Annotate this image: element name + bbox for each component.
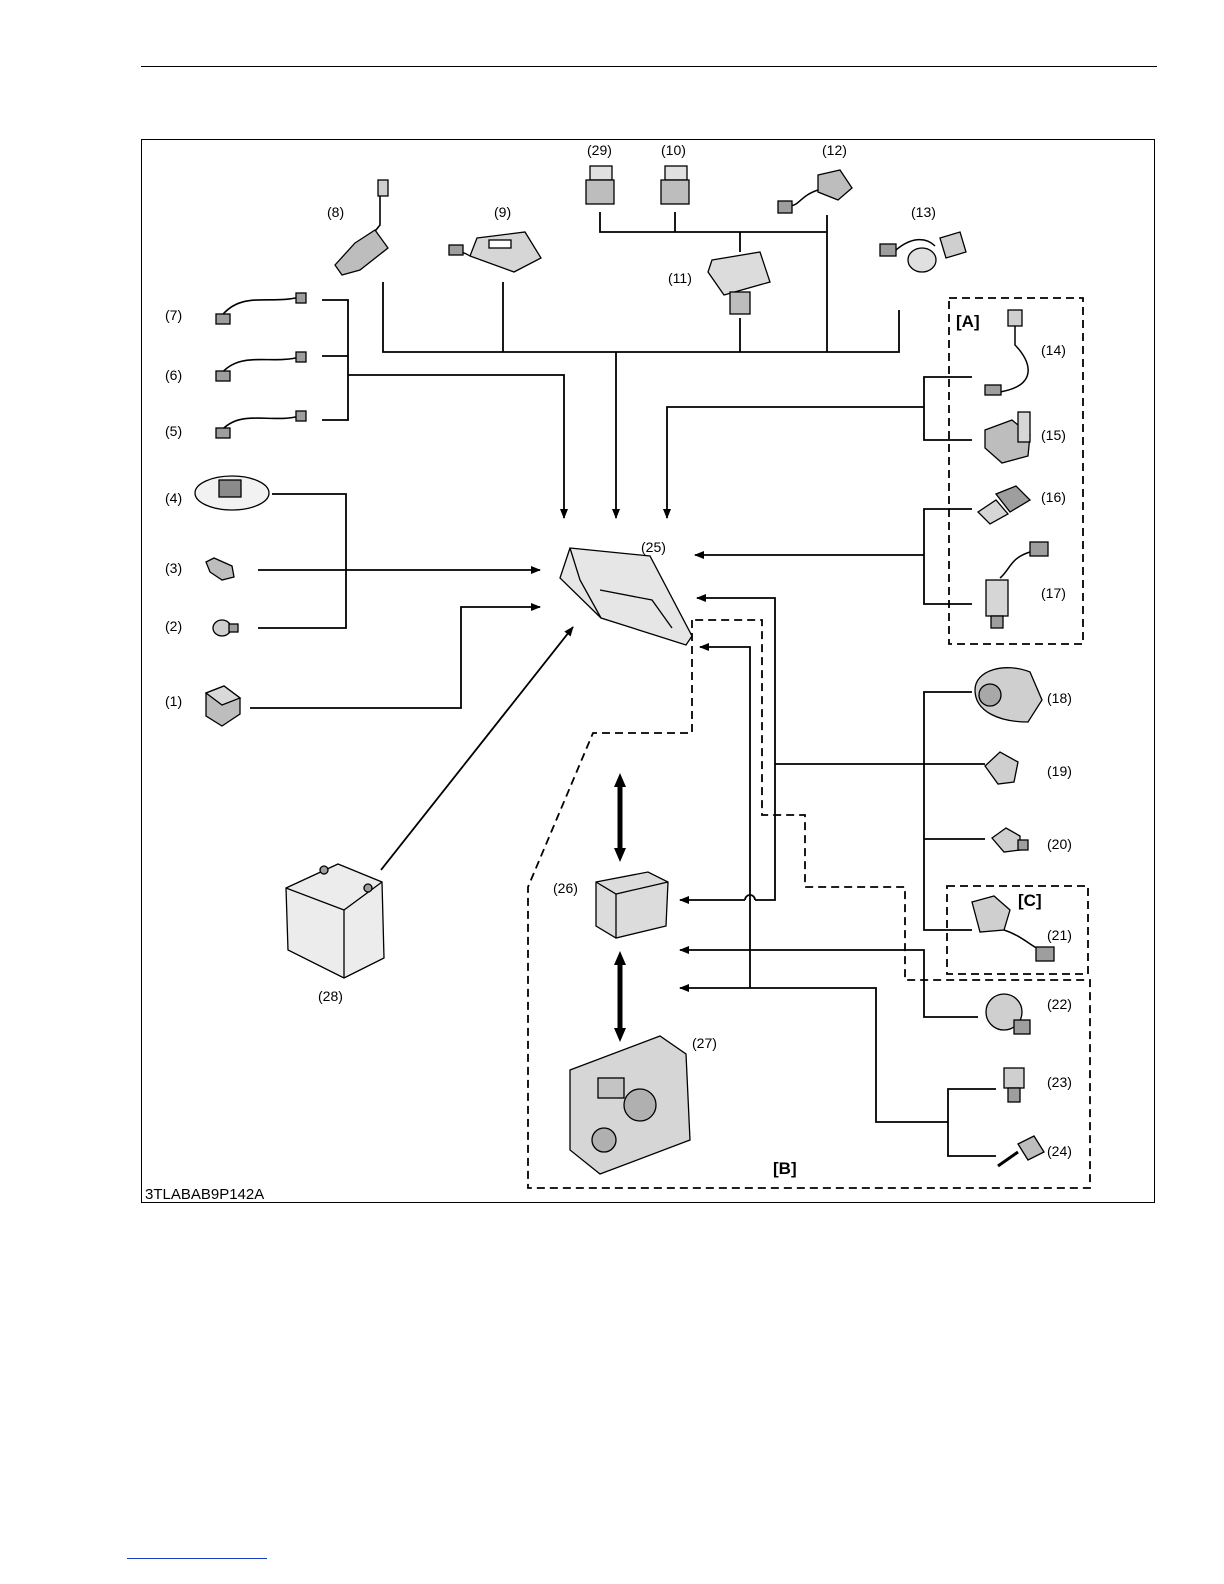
connector-6 (216, 371, 230, 381)
component-10-switch (661, 166, 689, 204)
component-3-sensor (206, 558, 234, 580)
callout-1: (1) (165, 693, 182, 709)
callout-2: (2) (165, 618, 182, 634)
component-13-key-switch (880, 232, 966, 272)
component-23-switch (1004, 1068, 1024, 1102)
component-20-sensor (992, 828, 1028, 852)
callout-18: (18) (1047, 690, 1072, 706)
component-15-sensor (985, 412, 1030, 463)
connector-7 (216, 314, 230, 324)
callout-5: (5) (165, 423, 182, 439)
component-18-alternator (975, 668, 1042, 722)
callout-26: (26) (553, 880, 578, 896)
component-5-7-harnesses (220, 297, 300, 432)
arrow-28-to-25 (381, 627, 573, 870)
component-17-pressure-sensor (986, 542, 1048, 628)
arrow-22-to-26 (680, 950, 978, 1017)
arrow-26-to-25 (700, 647, 750, 988)
bracket-18-21 (924, 692, 972, 930)
connector-5 (216, 428, 230, 438)
callout-24: (24) (1047, 1143, 1072, 1159)
callout-28: (28) (318, 988, 343, 1004)
connector-7b (296, 293, 306, 303)
callout-16: (16) (1041, 489, 1066, 505)
callout-13: (13) (911, 204, 936, 220)
component-29-switch (586, 166, 614, 204)
arrow-23-24-to-26 (680, 988, 948, 1122)
callout-19: (19) (1047, 763, 1072, 779)
component-27-valve-unit (570, 1036, 690, 1174)
component-26-ecu (596, 872, 668, 938)
callout-20: (20) (1047, 836, 1072, 852)
wire-to-26 (755, 764, 775, 900)
component-25-meter-panel (560, 548, 692, 645)
component-2-switch (213, 620, 238, 636)
callout-14: (14) (1041, 342, 1066, 358)
callout-23: (23) (1047, 1074, 1072, 1090)
wire-29-10-12 (600, 212, 827, 232)
component-16-pressure-switch (978, 486, 1030, 524)
callout-11: (11) (668, 270, 692, 286)
callout-29: (29) (587, 142, 612, 158)
group-a-label: [A] (956, 312, 980, 331)
connector-6b (296, 352, 306, 362)
component-24-sensor (998, 1136, 1044, 1166)
bracket-23-24 (948, 1089, 996, 1156)
callout-3: (3) (165, 560, 182, 576)
arrow-14-15-to-25 (667, 407, 924, 518)
component-12-switch (778, 170, 852, 213)
arrow-1-to-25 (250, 607, 540, 708)
callout-7: (7) (165, 307, 182, 323)
component-9-panel (449, 232, 541, 272)
callout-17: (17) (1041, 585, 1066, 601)
bracket-14-15 (924, 377, 972, 440)
component-11-control-unit (708, 252, 770, 314)
callout-4: (4) (165, 490, 182, 506)
component-22-sensor (986, 994, 1030, 1034)
callout-21: (21) (1047, 927, 1072, 943)
callout-15: (15) (1041, 427, 1066, 443)
group-c-label: [C] (1018, 891, 1042, 910)
group-b-label: [B] (773, 1159, 797, 1178)
component-19-sensor (985, 752, 1018, 784)
component-4-fuel-sender (195, 476, 269, 510)
callout-10: (10) (661, 142, 686, 158)
component-21-sensor (972, 896, 1054, 961)
component-8-solenoid (335, 180, 388, 275)
callout-8: (8) (327, 204, 344, 220)
bracket-16-17 (924, 509, 972, 604)
callout-6: (6) (165, 367, 182, 383)
callout-12: (12) (822, 142, 847, 158)
connector-5b (296, 411, 306, 421)
bracket-5-7 (322, 300, 348, 420)
callout-22: (22) (1047, 996, 1072, 1012)
figure-code: 3TLABAB9P142A (145, 1186, 264, 1203)
callout-27: (27) (692, 1035, 717, 1051)
callout-25: (25) (641, 539, 666, 555)
bracket-2-4 (258, 494, 346, 628)
arrow-5-7-to-25 (348, 375, 564, 518)
callout-9: (9) (494, 204, 511, 220)
component-28-battery (286, 864, 384, 978)
arrow-sensors-to-25 (697, 598, 775, 764)
component-1-relay (206, 686, 240, 726)
component-14-sensor (985, 310, 1028, 395)
top-harness-line (383, 282, 899, 352)
